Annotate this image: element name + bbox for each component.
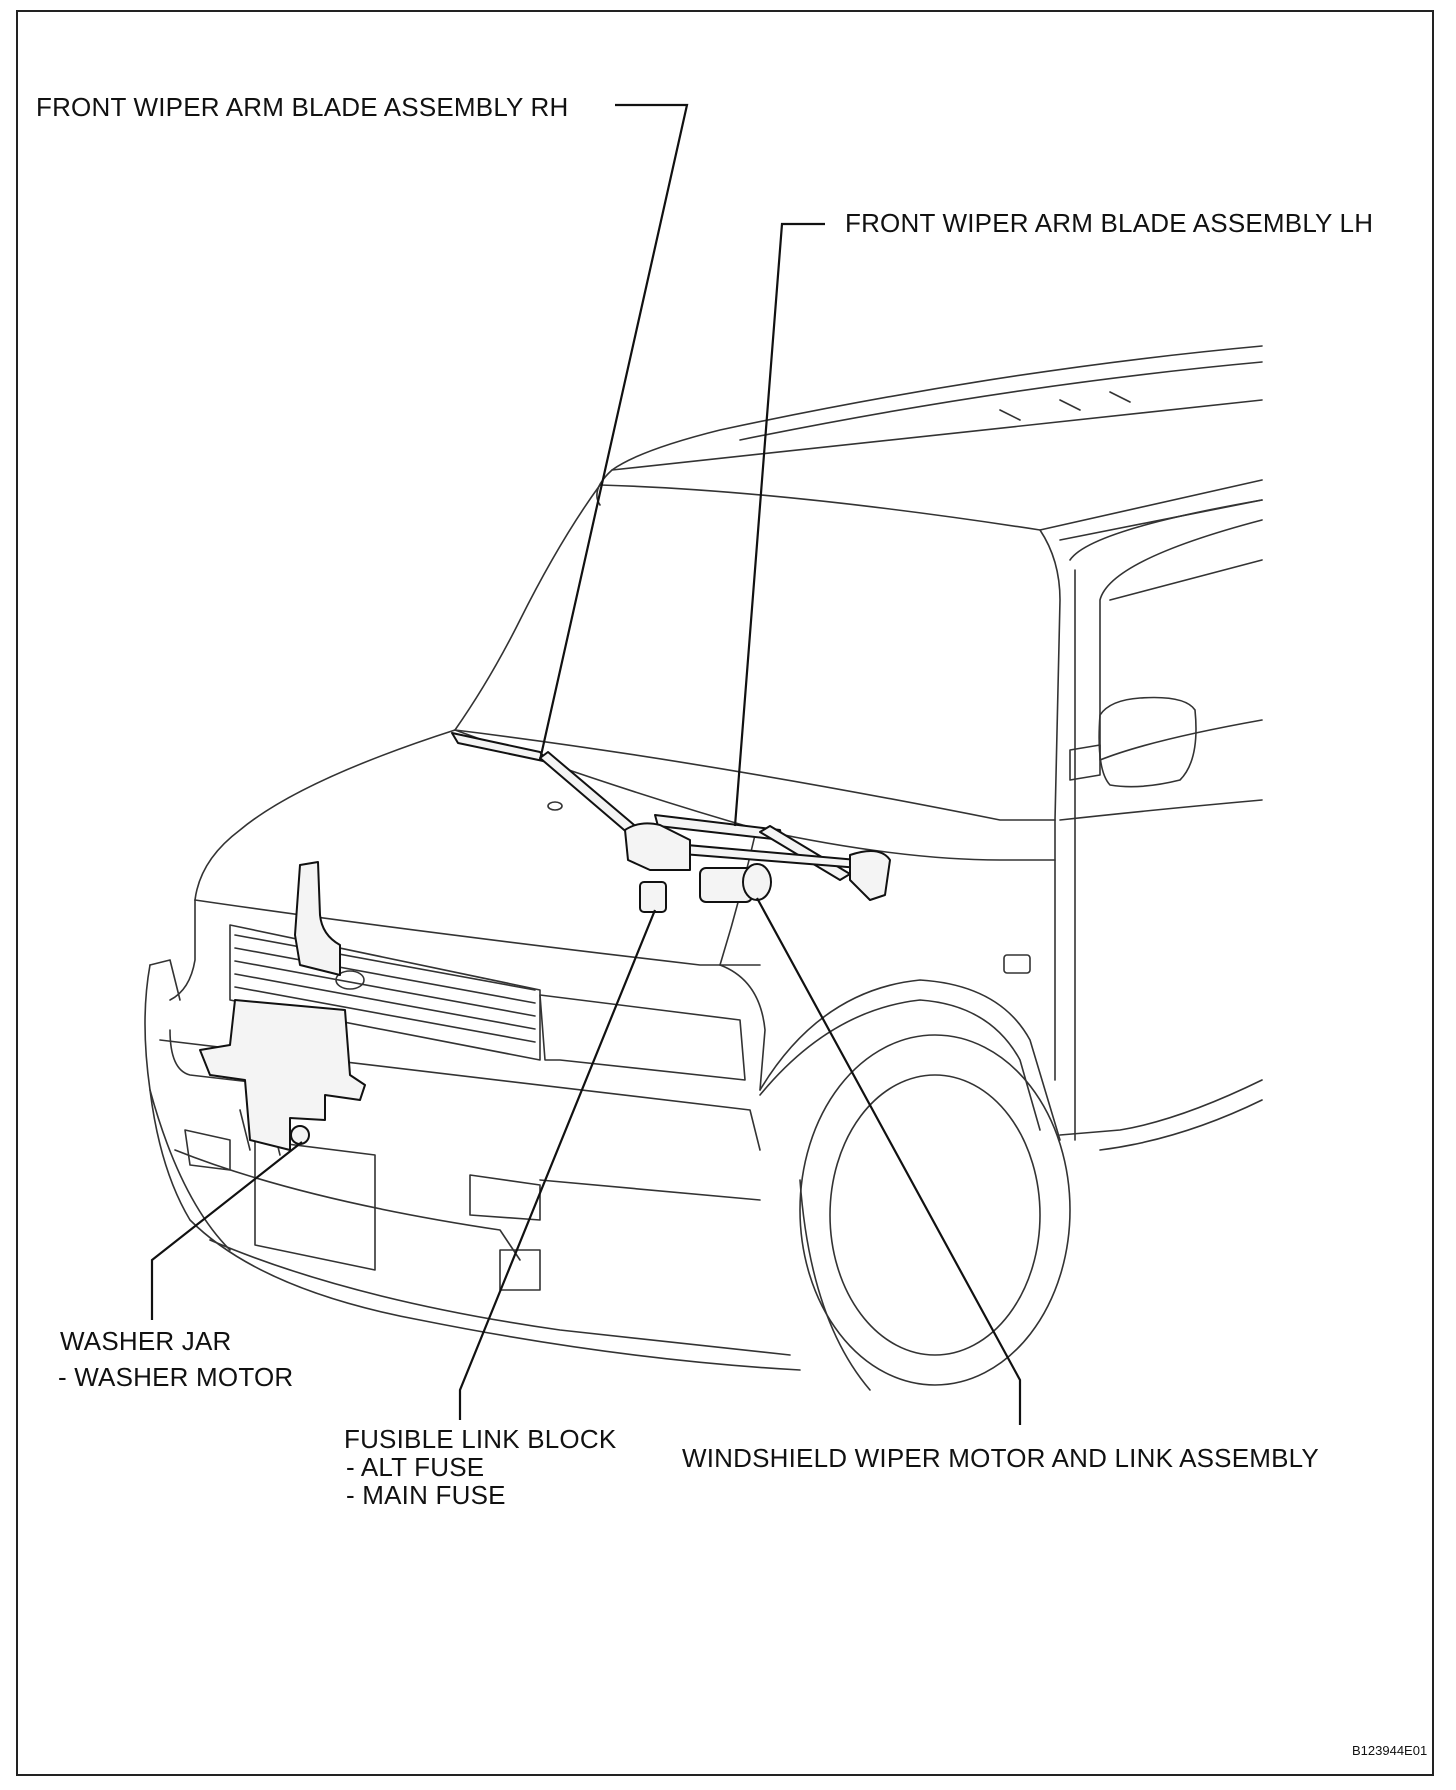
washer-jar-label: WASHER JAR — [60, 1326, 232, 1356]
linkage-pivot-right — [849, 850, 891, 901]
linkage-pivot-left — [624, 822, 691, 871]
wiper-motor-leader — [756, 897, 1022, 1425]
rh-wiper-arm — [539, 751, 641, 836]
rh-blade-label: FRONT WIPER ARM BLADE ASSEMBLY RH — [36, 92, 569, 122]
vehicle-outline — [144, 345, 1263, 1391]
alt-fuse-label: - ALT FUSE — [346, 1452, 485, 1482]
washer-jar-leader — [150, 1141, 303, 1320]
washer-motor-label: - WASHER MOTOR — [58, 1362, 294, 1392]
washer-motor — [290, 1125, 310, 1145]
figure-border — [16, 10, 1434, 1776]
figure-code: B123944E01 — [1352, 1743, 1428, 1758]
rh-wiper-blade — [451, 732, 549, 763]
fusible-link-leader — [458, 909, 657, 1420]
main-fuse-label: - MAIN FUSE — [346, 1480, 506, 1510]
lh-blade-label: FRONT WIPER ARM BLADE ASSEMBLY LH — [845, 208, 1374, 238]
lh-blade-leader — [733, 222, 825, 827]
highlighted-components — [199, 732, 891, 1151]
washer-jar-filler — [294, 861, 341, 976]
fusible-link-label: FUSIBLE LINK BLOCK — [344, 1424, 617, 1454]
fusible-link-block — [639, 881, 667, 913]
rh-blade-leader — [538, 103, 689, 761]
washer-jar — [199, 999, 366, 1151]
wiper-motor-label: WINDSHIELD WIPER MOTOR AND LINK ASSEMBLY — [682, 1443, 1319, 1473]
wiper-motor-gearbox — [742, 863, 772, 901]
